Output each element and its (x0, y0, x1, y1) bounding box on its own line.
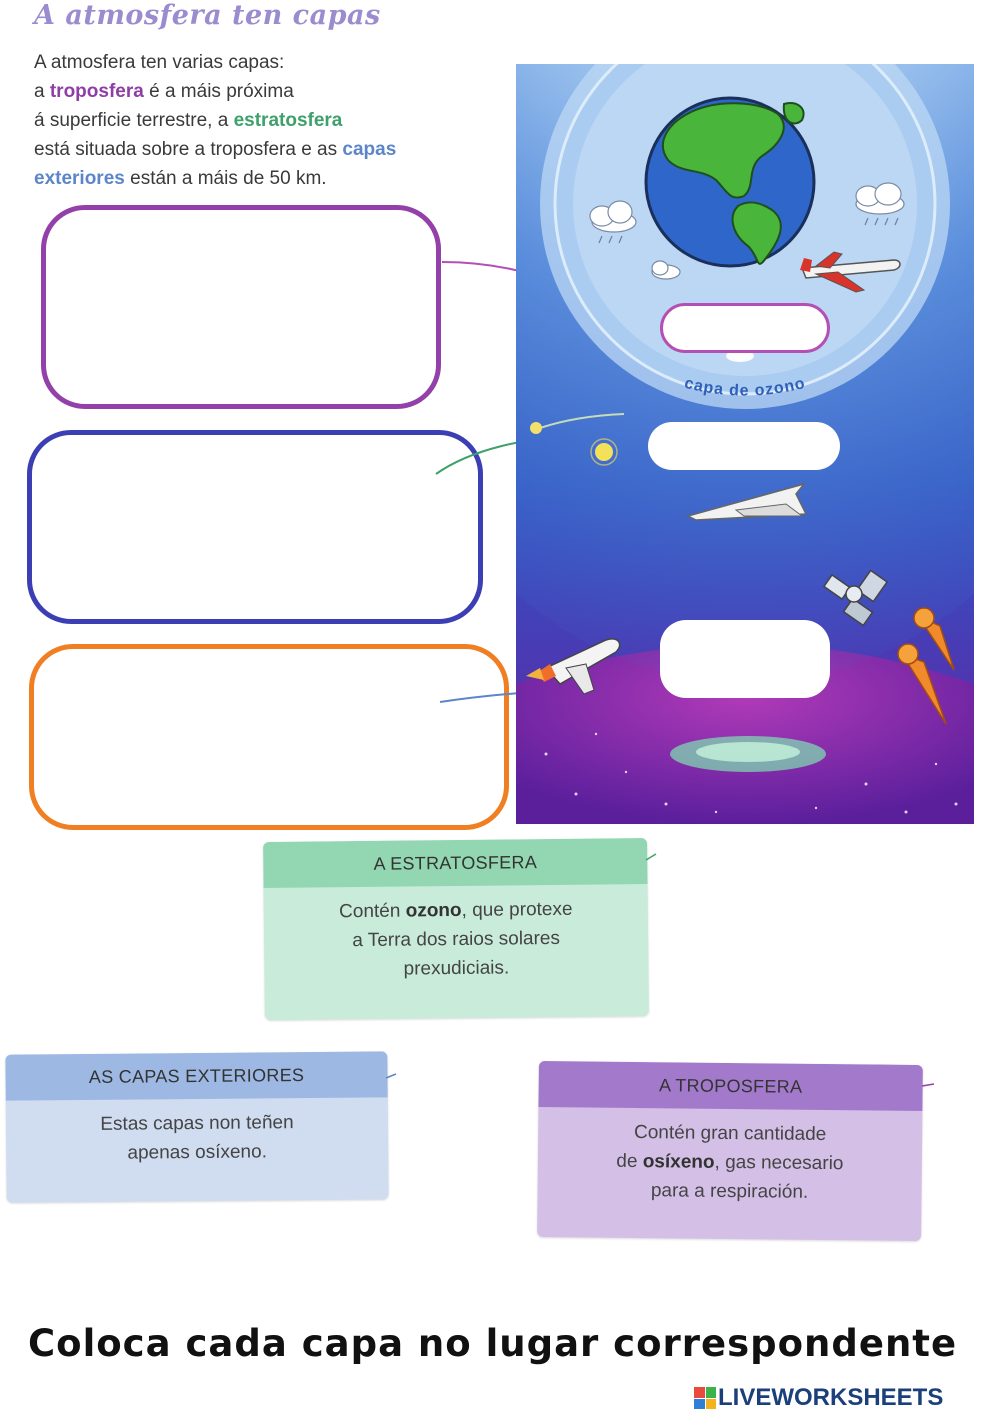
drop-zone-outer-layers[interactable] (29, 644, 509, 830)
intro-paragraph: A atmosfera ten varias capas: a troposfer… (34, 48, 474, 193)
sun-icon (590, 438, 618, 466)
shooting-star-icon (530, 413, 625, 434)
intro-keyword: exteriores (34, 168, 125, 189)
intro-text: están a máis de 50 km. (124, 168, 327, 189)
supersonic-jet-icon (685, 482, 808, 521)
intro-line: está situada sobre a troposfera e as cap… (34, 135, 474, 164)
card-connector-ticks (385, 853, 935, 1087)
atmosphere-illustration: capa de ozono (516, 64, 974, 824)
answer-blank-troposphere[interactable] (660, 303, 830, 353)
card-line: de osíxeno, gas necesario (554, 1146, 906, 1179)
outer-layer-band (516, 644, 974, 824)
intro-line: A atmosfera ten varias capas: (34, 48, 474, 77)
worksheet-title: A atmosfera ten capas (34, 0, 381, 31)
intro-keyword: troposfera (49, 81, 144, 102)
meteor-icon (897, 643, 947, 725)
logo-square (705, 1398, 716, 1409)
intro-text: está situada sobre a troposfera e as (34, 139, 343, 160)
card-text: de (616, 1150, 643, 1173)
card-keyword: osíxeno (642, 1151, 715, 1173)
intro-text: A atmosfera ten varias capas: (34, 52, 285, 73)
card-line: para a respiración. (553, 1175, 905, 1208)
brand-footer: LIVEWORKSHEETS (694, 1384, 943, 1412)
aurora-icon (670, 736, 826, 772)
intro-text: é a máis próxima (143, 81, 294, 102)
card-text: apenas osíxeno. (127, 1141, 268, 1164)
intro-line: a troposfera é a máis próxima (34, 77, 474, 106)
logo-square (694, 1398, 705, 1409)
intro-keyword: estratosfera (233, 110, 343, 131)
brand-name: LIVEWORKSHEETS (718, 1384, 944, 1411)
card-line: apenas osíxeno. (22, 1136, 372, 1168)
intro-text: a (34, 81, 50, 102)
airplane-icon (800, 251, 901, 293)
intro-text: á superficie terrestre, a (34, 110, 234, 131)
intro-line: á superficie terrestre, a estratosfera (34, 106, 474, 135)
card-text: para a respiración. (650, 1180, 809, 1203)
logo-square (705, 1387, 716, 1398)
satellite-icon (822, 569, 889, 627)
continent-south-america (731, 201, 782, 265)
cloud-icon (855, 182, 905, 226)
drop-zone-troposphere[interactable] (41, 205, 441, 409)
card-text: , gas necesario (714, 1151, 844, 1175)
logo-square (694, 1387, 705, 1398)
greenland (782, 102, 805, 125)
liveworksheets-logo-icon (694, 1387, 716, 1409)
meteor-icon (913, 607, 955, 671)
space-shuttle-icon (526, 638, 621, 695)
drop-zone-stratosphere[interactable] (27, 430, 483, 624)
answer-blank-stratosphere[interactable] (648, 422, 840, 470)
answer-blank-outer-layers[interactable] (660, 620, 830, 698)
star-icons (544, 732, 958, 814)
cloud-icon (726, 350, 754, 362)
cloud-icon (651, 260, 681, 280)
intro-keyword: capas (342, 139, 397, 160)
intro-line: exteriores están a máis de 50 km. (34, 164, 474, 193)
instruction-text: Coloca cada capa no lugar correspondente (28, 1322, 958, 1365)
continent-north-america (662, 102, 785, 199)
cloud-icon (589, 200, 637, 244)
